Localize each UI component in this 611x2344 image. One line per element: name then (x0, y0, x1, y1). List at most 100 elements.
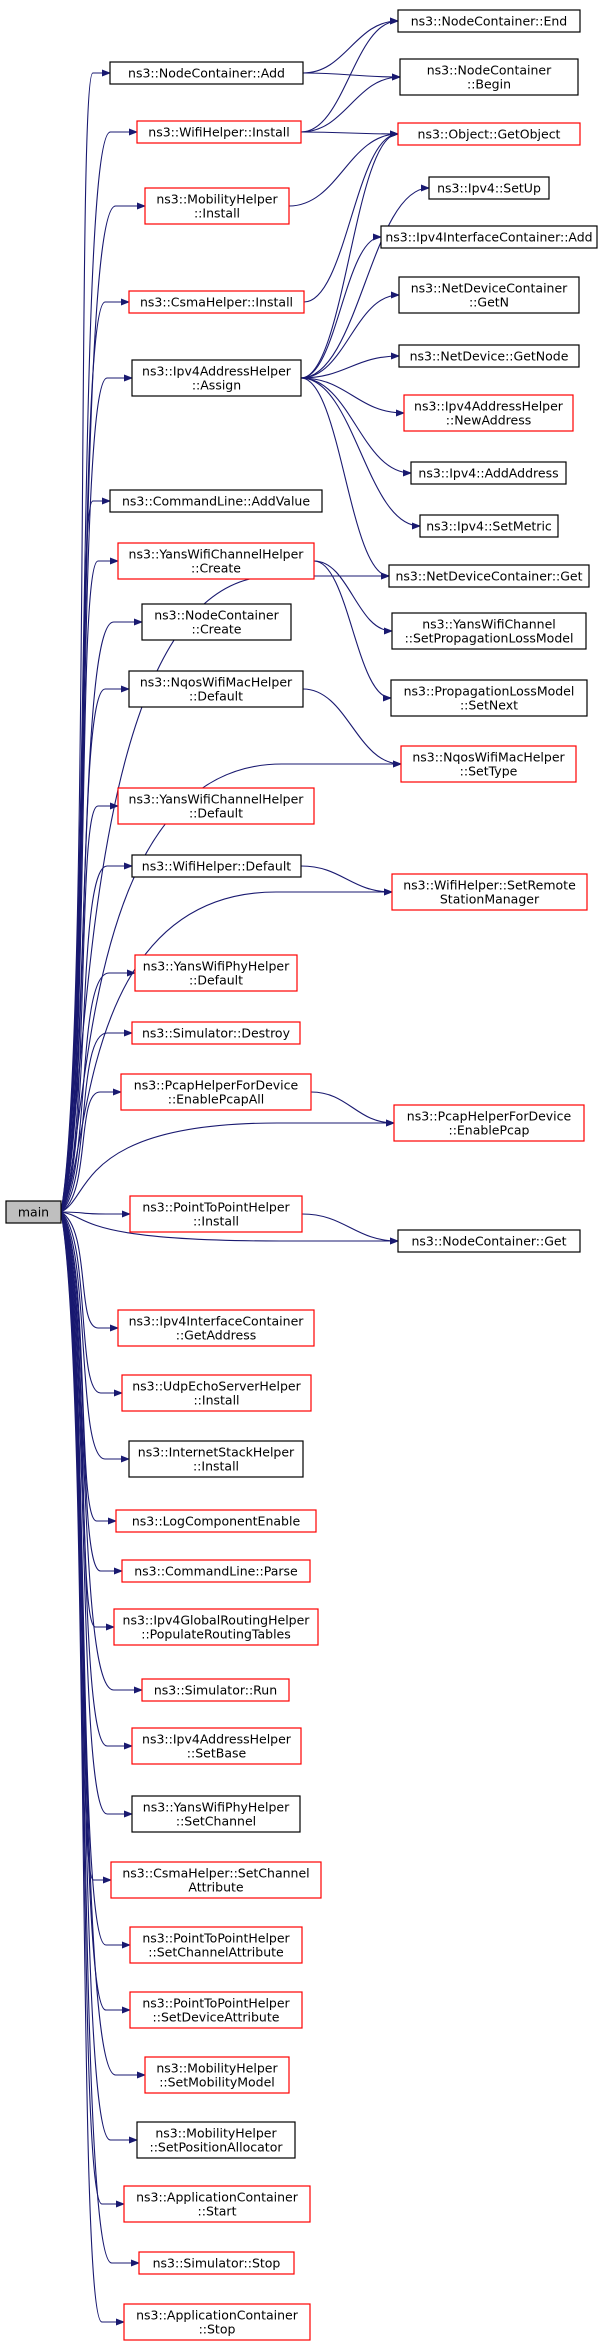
node-label-grh_populate-0: ns3::Ipv4GlobalRoutingHelper (123, 1613, 311, 1628)
node-mob_setpos[interactable]: ns3::MobilityHelper::SetPositionAllocato… (136, 2121, 296, 2159)
edge-main-to-log_enable (60, 1211, 117, 1525)
node-nc_end[interactable]: ns3::NodeContainer::End (397, 9, 581, 33)
node-box-csma_install (128, 290, 305, 314)
node-app_start[interactable]: ns3::ApplicationContainer::Start (123, 2185, 311, 2223)
node-label-ipv4ah_newaddr-0: ns3::Ipv4AddressHelper (414, 399, 564, 414)
node-nd_getnode[interactable]: ns3::NetDevice::GetNode (398, 344, 580, 368)
node-log_enable[interactable]: ns3::LogComponentEnable (115, 1509, 317, 1533)
edge-ipv4ah_assign-to-ipv4_setmetric (300, 377, 421, 530)
edge-main-to-app_start (60, 1211, 125, 2208)
node-wifi_install[interactable]: ns3::WifiHelper::Install (136, 120, 302, 144)
node-label-mob_install-0: ns3::MobilityHelper (156, 192, 278, 207)
node-label-ywph_default-1: ::Default (189, 973, 243, 988)
node-app_stop[interactable]: ns3::ApplicationContainer::Stop (123, 2303, 311, 2341)
node-label-ipv4ah_newaddr-1: ::NewAddress (446, 413, 531, 428)
node-ipv4ah_setbase[interactable]: ns3::Ipv4AddressHelper::SetBase (131, 1727, 302, 1765)
edge-main-to-udp_install (60, 1211, 123, 1397)
node-box-csma_setchattr (110, 1861, 322, 1899)
node-label-ipv4_setmetric-0: ns3::Ipv4::SetMetric (426, 519, 552, 534)
node-plm_setnext[interactable]: ns3::PropagationLossModel::SetNext (390, 679, 588, 717)
node-ipv4ah_newaddr[interactable]: ns3::Ipv4AddressHelper::NewAddress (403, 394, 574, 432)
node-label-iic_getaddress-1: ::GetAddress (176, 1328, 256, 1343)
node-mob_setmodel[interactable]: ns3::MobilityHelper::SetMobilityModel (144, 2056, 290, 2094)
node-grh_populate[interactable]: ns3::Ipv4GlobalRoutingHelper::PopulateRo… (113, 1608, 319, 1646)
node-label-ish_install-1: ::Install (193, 1459, 239, 1474)
node-mob_install[interactable]: ns3::MobilityHelper::Install (144, 187, 290, 225)
edge-ipv4ah_assign-to-obj_getobject (300, 130, 399, 379)
edge-wifi_default-to-wifi_setremote (300, 865, 393, 896)
node-ndc_get[interactable]: ns3::NetDeviceContainer::Get (388, 564, 590, 588)
node-csma_setchattr[interactable]: ns3::CsmaHelper::SetChannelAttribute (110, 1861, 322, 1899)
node-cl_addvalue[interactable]: ns3::CommandLine::AddValue (109, 489, 323, 513)
node-ywc_setprop[interactable]: ns3::YansWifiChannel::SetPropagationLoss… (391, 612, 587, 650)
node-p2p_setchattr[interactable]: ns3::PointToPointHelper::SetChannelAttri… (129, 1926, 303, 1964)
edge-main-to-p2p_install (60, 1210, 131, 1218)
node-label-wifi_setremote-0: ns3::WifiHelper::SetRemote (403, 878, 576, 893)
node-iic_add[interactable]: ns3::Ipv4InterfaceContainer::Add (380, 225, 598, 249)
node-box-log_enable (115, 1509, 317, 1533)
node-box-nc_get (397, 1229, 581, 1253)
node-pcap_enable[interactable]: ns3::PcapHelperForDevice::EnablePcap (393, 1104, 585, 1142)
node-p2p_install[interactable]: ns3::PointToPointHelper::Install (129, 1195, 303, 1233)
node-nc_add[interactable]: ns3::NodeContainer::Add (109, 61, 304, 85)
node-ipv4_setmetric[interactable]: ns3::Ipv4::SetMetric (419, 514, 559, 538)
node-box-ywph_setchannel (131, 1795, 301, 1833)
node-label-sim_run-0: ns3::Simulator::Run (154, 1683, 277, 1698)
node-nc_begin[interactable]: ns3::NodeContainer::Begin (399, 58, 579, 96)
node-ywch_default[interactable]: ns3::YansWifiChannelHelper::Default (117, 787, 315, 825)
node-box-nc_create (141, 603, 292, 641)
node-sim_run[interactable]: ns3::Simulator::Run (141, 1678, 290, 1702)
node-nc_get[interactable]: ns3::NodeContainer::Get (397, 1229, 581, 1253)
node-ipv4ah_assign[interactable]: ns3::Ipv4AddressHelper::Assign (131, 359, 302, 397)
node-nqos_settype[interactable]: ns3::NqosWifiMacHelper::SetType (400, 745, 577, 783)
node-box-ipv4_setmetric (419, 514, 559, 538)
node-label-wifi_default-0: ns3::WifiHelper::Default (142, 859, 292, 874)
node-main[interactable]: main (5, 1200, 62, 1224)
node-ipv4_setup[interactable]: ns3::Ipv4::SetUp (428, 176, 550, 200)
node-udp_install[interactable]: ns3::UdpEchoServerHelper::Install (121, 1374, 312, 1412)
node-csma_install[interactable]: ns3::CsmaHelper::Install (128, 290, 305, 314)
node-label-app_stop-1: ::Stop (199, 2322, 236, 2337)
node-box-nc_begin (399, 58, 579, 96)
node-nqos_default[interactable]: ns3::NqosWifiMacHelper::Default (128, 670, 304, 708)
node-cl_parse[interactable]: ns3::CommandLine::Parse (121, 1559, 311, 1583)
node-pcap_all[interactable]: ns3::PcapHelperForDevice::EnablePcapAll (120, 1073, 312, 1111)
node-sim_destroy[interactable]: ns3::Simulator::Destroy (131, 1021, 301, 1045)
node-ywch_create[interactable]: ns3::YansWifiChannelHelper::Create (117, 542, 315, 580)
node-box-udp_install (121, 1374, 312, 1412)
node-box-sim_destroy (131, 1021, 301, 1045)
node-wifi_default[interactable]: ns3::WifiHelper::Default (131, 854, 302, 878)
edge-main-to-wifi_install (60, 128, 138, 1213)
node-box-p2p_install (129, 1195, 303, 1233)
node-label-obj_getobject-0: ns3::Object::GetObject (418, 127, 561, 142)
node-ywph_default[interactable]: ns3::YansWifiPhyHelper::Default (134, 954, 298, 992)
node-label-mob_install-1: ::Install (194, 206, 240, 221)
node-sim_stop[interactable]: ns3::Simulator::Stop (138, 2251, 295, 2275)
node-ywph_setchannel[interactable]: ns3::YansWifiPhyHelper::SetChannel (131, 1795, 301, 1833)
node-nc_create[interactable]: ns3::NodeContainer::Create (141, 603, 292, 641)
edge-main-to-wifi_setremote (60, 888, 393, 1213)
node-label-ndc_getn-0: ns3::NetDeviceContainer (411, 281, 568, 296)
edge-main-to-ipv4ah_assign (60, 374, 133, 1213)
node-ndc_getn[interactable]: ns3::NetDeviceContainer::GetN (398, 276, 580, 314)
node-label-nqos_default-1: ::Default (189, 689, 243, 704)
node-box-grh_populate (113, 1608, 319, 1646)
node-ish_install[interactable]: ns3::InternetStackHelper::Install (128, 1440, 304, 1478)
node-iic_getaddress[interactable]: ns3::Ipv4InterfaceContainer::GetAddress (117, 1309, 315, 1347)
node-ipv4_addaddr[interactable]: ns3::Ipv4::AddAddress (410, 461, 567, 485)
node-box-ipv4ah_newaddr (403, 394, 574, 432)
node-label-nc_begin-1: ::Begin (467, 77, 511, 92)
node-obj_getobject[interactable]: ns3::Object::GetObject (397, 122, 581, 146)
node-label-ywch_default-0: ns3::YansWifiChannelHelper (129, 792, 305, 807)
edge-main-to-ywch_default (60, 802, 119, 1213)
node-box-ipv4_addaddr (410, 461, 567, 485)
node-label-app_stop-0: ns3::ApplicationContainer (136, 2308, 299, 2323)
node-box-p2p_setchattr (129, 1926, 303, 1964)
node-p2p_setdevattr[interactable]: ns3::PointToPointHelper::SetDeviceAttrib… (129, 1991, 303, 2029)
node-box-ndc_get (388, 564, 590, 588)
node-label-ywc_setprop-1: ::SetPropagationLossModel (405, 631, 574, 646)
node-box-app_stop (123, 2303, 311, 2341)
node-box-ywph_default (134, 954, 298, 992)
node-label-nc_get-0: ns3::NodeContainer::Get (412, 1234, 567, 1249)
